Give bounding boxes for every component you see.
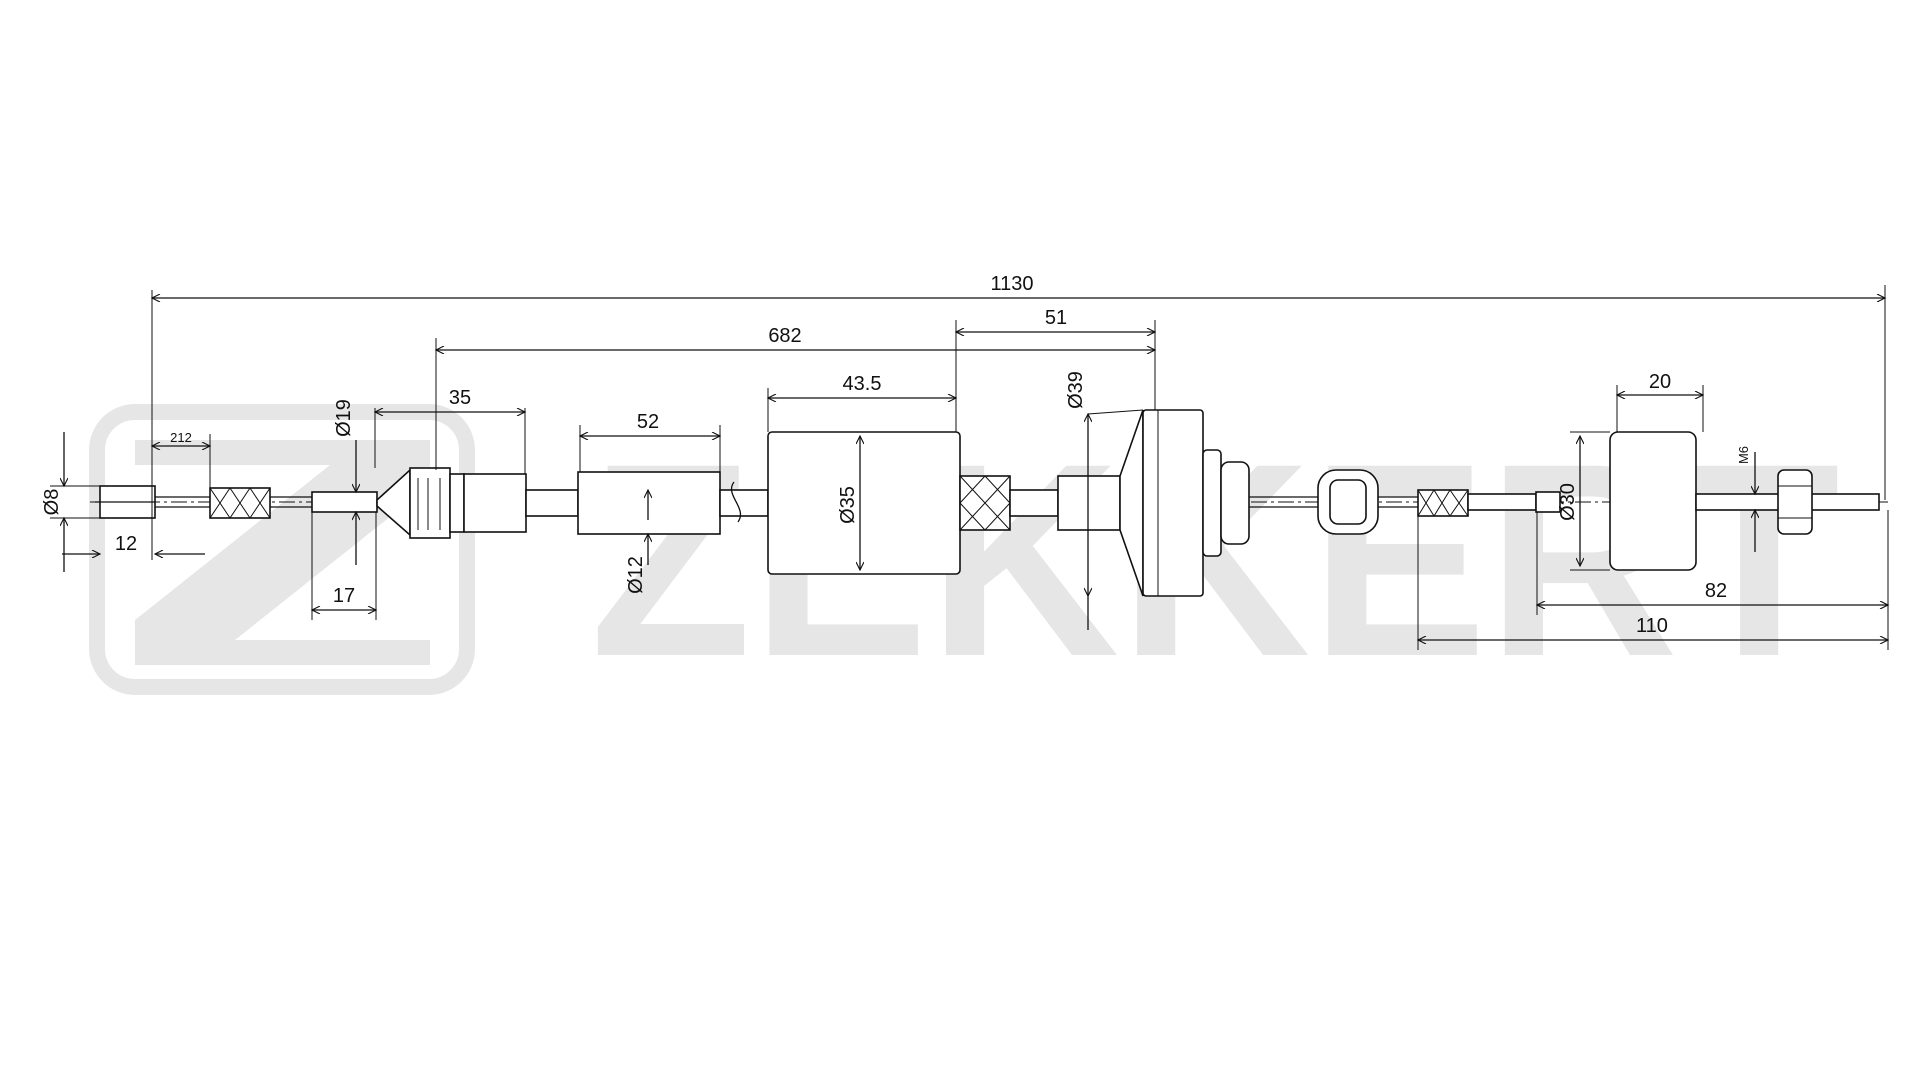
dim-110: 110 — [1636, 615, 1668, 637]
zekkert-watermark: ZEKKERT — [89, 404, 1840, 714]
dim-dia-35: Ø35 — [837, 486, 859, 524]
dimension-lines — [50, 285, 1888, 650]
crimp-sleeve-right — [1417, 489, 1469, 517]
dim-51: 51 — [1045, 307, 1067, 329]
hex-nut — [1777, 469, 1813, 535]
dim-dia-12: Ø12 — [625, 556, 647, 594]
dim-dia-30: Ø30 — [1557, 483, 1579, 521]
dim-dia-19: Ø19 — [333, 399, 355, 437]
crimp-sleeve-mid — [959, 475, 1011, 531]
flange-collar — [1202, 449, 1250, 557]
dim-dia-8: Ø8 — [41, 489, 63, 516]
rubber-bumper — [1609, 431, 1697, 571]
dim-20: 20 — [1649, 371, 1671, 393]
dim-82: 82 — [1705, 580, 1727, 602]
dim-682: 682 — [768, 325, 801, 347]
boot-large — [767, 431, 961, 575]
dim-35-length: 35 — [449, 387, 471, 409]
dim-overall-length: 1130 — [990, 273, 1033, 295]
dim-12: 12 — [115, 533, 137, 555]
dim-17: 17 — [333, 585, 355, 607]
dim-43-5: 43.5 — [843, 373, 882, 395]
dim-thread-m6: M6 — [1736, 446, 1751, 464]
threaded-rod-inner — [1467, 493, 1537, 511]
dim-52: 52 — [637, 411, 659, 433]
dimension-labels: 1130 682 51 43.5 35 52 212 12 17 20 82 1… — [41, 273, 1751, 637]
sheath-segment-2 — [719, 489, 769, 517]
crimp-sleeve-left — [209, 487, 271, 519]
stop-ferrule — [311, 491, 378, 513]
cable-assembly — [95, 409, 1880, 597]
stop-nipple — [1317, 469, 1379, 535]
break-mark — [731, 481, 741, 523]
dim-dia-39: Ø39 — [1065, 371, 1087, 409]
rod-collar — [1535, 491, 1561, 513]
grommet — [577, 471, 721, 535]
sheath-sleeve-1 — [463, 473, 527, 533]
clip-fitting — [376, 467, 465, 539]
sheath-segment-1 — [525, 489, 579, 517]
dim-212: 212 — [170, 430, 192, 445]
sheath-segment-3 — [1009, 489, 1059, 517]
